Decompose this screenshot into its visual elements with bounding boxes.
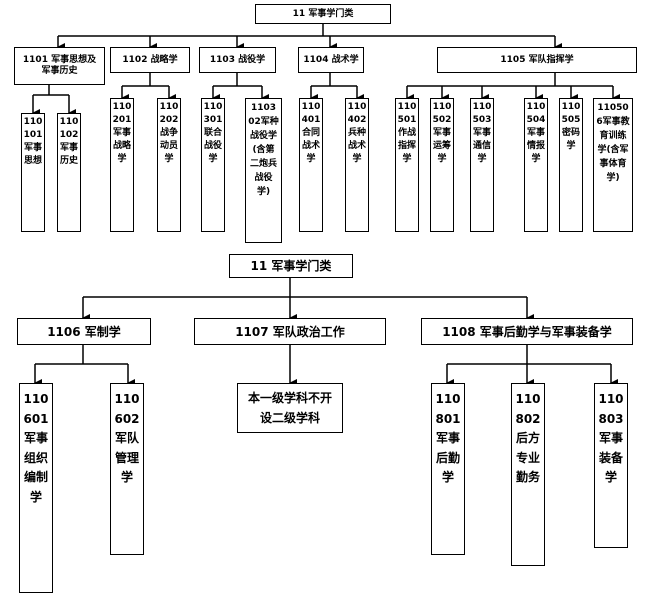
subject-110502: 110502军事运筹学: [430, 98, 454, 232]
no-second-level-note: 本一级学科不开设二级学科: [237, 383, 343, 433]
subject-110601: 110601军事组织编制学: [19, 383, 53, 593]
subject-110505: 110505密码学: [559, 98, 583, 232]
subject-110802: 110802后方专业勤务: [511, 383, 545, 566]
subject-110602: 110602军队管理学: [110, 383, 144, 555]
subject-110803: 110803军事装备学: [594, 383, 628, 548]
subject-110401: 110401合同战术学: [299, 98, 323, 232]
category-1105: 1105 军队指挥学: [437, 47, 637, 73]
category-1104: 1104 战术学: [298, 47, 364, 73]
subject-110102: 110102军事历史: [57, 113, 81, 232]
subject-110503: 110503军事通信学: [470, 98, 494, 232]
subject-110202: 110202战争动员学: [157, 98, 181, 232]
subject-110402: 110402兵种战术学: [345, 98, 369, 232]
root-military-science-top: 11 军事学门类: [255, 4, 391, 24]
category-1107: 1107 军队政治工作: [194, 318, 386, 345]
subject-110501: 110501作战指挥学: [395, 98, 419, 232]
subject-110504: 110504军事情报学: [524, 98, 548, 232]
root-military-science-bottom: 11 军事学门类: [229, 254, 353, 278]
category-1108: 1108 军事后勤学与军事装备学: [421, 318, 633, 345]
subject-110801: 110801军事后勤学: [431, 383, 465, 555]
subject-110302: 110302军种战役学(含第二炮兵战役学): [245, 98, 282, 243]
subject-110506: 110506军事教育训练学(含军事体育学): [593, 98, 633, 232]
subject-110201: 110201军事战略学: [110, 98, 134, 232]
subject-110101: 110101军事思想: [21, 113, 45, 232]
category-1103: 1103 战役学: [199, 47, 276, 73]
category-1106: 1106 军制学: [17, 318, 151, 345]
subject-110301: 110301联合战役学: [201, 98, 225, 232]
category-1102: 1102 战略学: [110, 47, 190, 73]
category-1101: 1101 军事思想及军事历史: [14, 47, 105, 85]
